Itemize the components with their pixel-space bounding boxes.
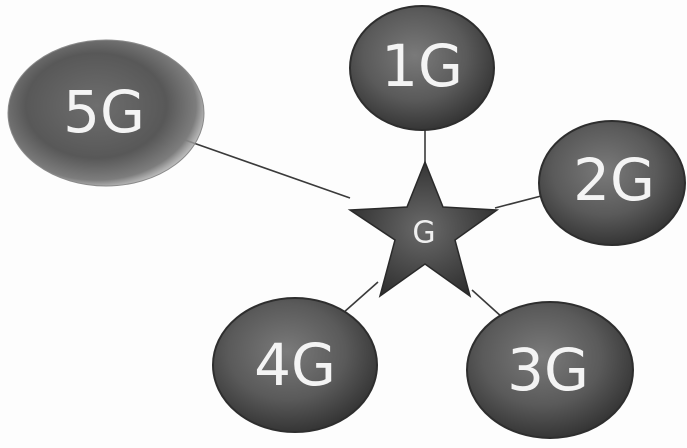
node-5g: 5G (7, 39, 205, 187)
node-4g: 4G (212, 297, 378, 433)
node-5g-label: 5G (63, 78, 145, 146)
node-1g: 1G (349, 5, 495, 131)
node-3g: 3G (466, 301, 634, 439)
node-2g-label: 2G (573, 146, 655, 214)
connector-3g (471, 289, 504, 319)
connector-5g (184, 139, 351, 199)
node-3g-label: 3G (507, 336, 589, 404)
center-star-label: G (412, 216, 435, 251)
center-star: G (347, 159, 500, 298)
node-2g: 2G (538, 120, 686, 246)
connector-4g (342, 281, 379, 314)
connector-2g (494, 194, 546, 209)
node-4g-label: 4G (254, 331, 336, 399)
node-1g-label: 1G (381, 32, 463, 100)
